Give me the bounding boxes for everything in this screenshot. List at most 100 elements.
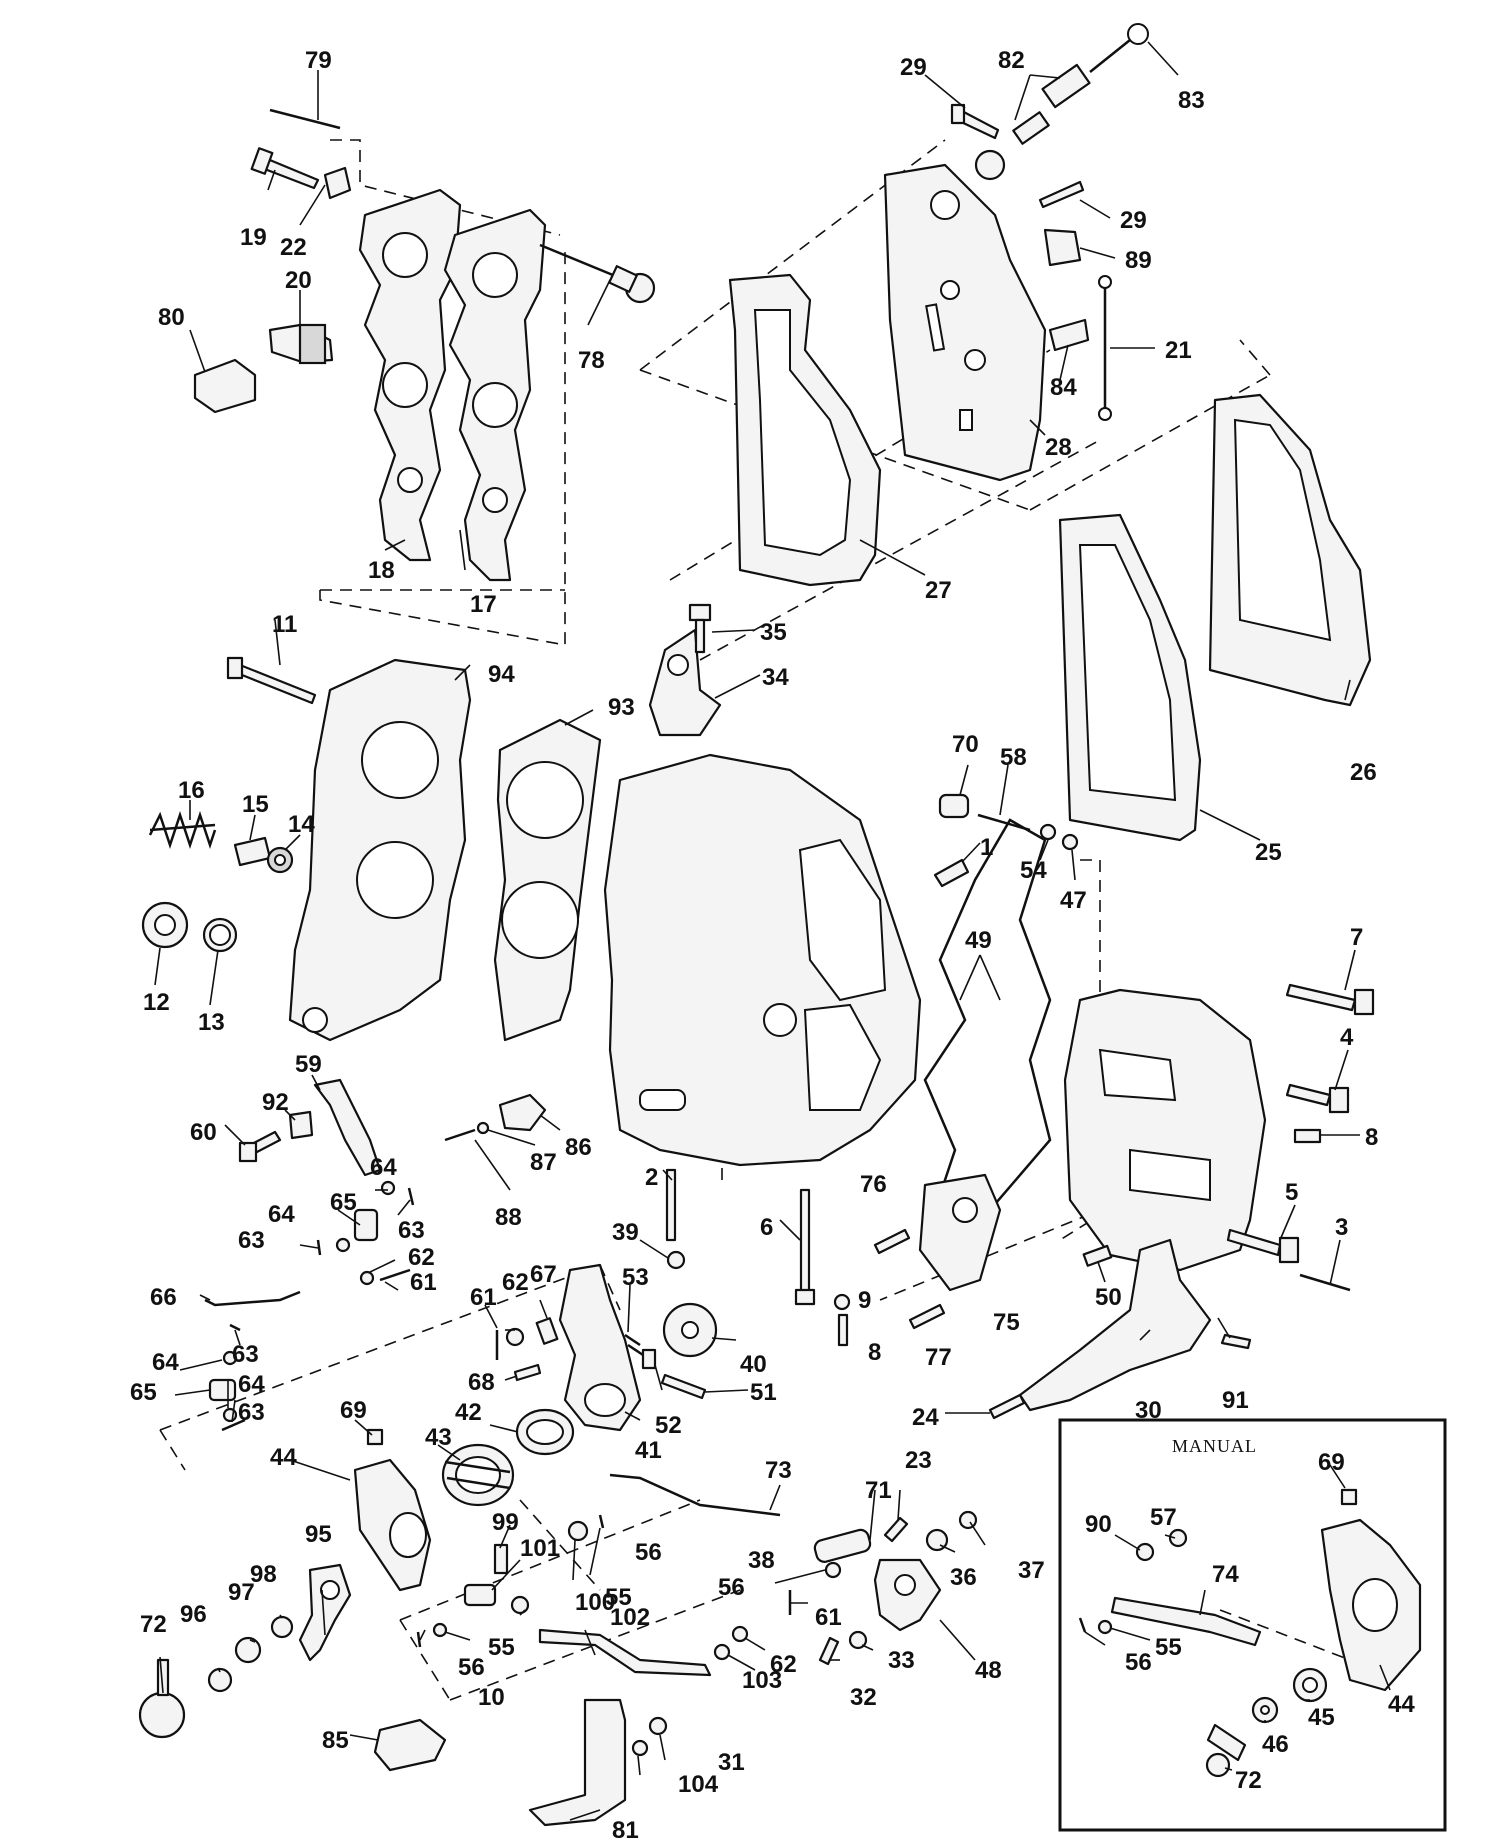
washer-100	[510, 1595, 530, 1615]
pin-99	[493, 1543, 509, 1575]
screw-69-left	[366, 1428, 384, 1446]
callout-2: 2	[645, 1164, 658, 1191]
washer-87	[476, 1121, 490, 1135]
callout-14: 14	[288, 811, 315, 838]
leader-lines	[154, 41, 1391, 1821]
adapter-plate-25	[1058, 513, 1202, 842]
callout-5: 5	[1285, 1179, 1298, 1206]
callout-numbers: 79 19 22 20 80 78 29 82 83 29 89 21 84 2…	[130, 47, 1415, 1844]
callout-81: 81	[612, 1817, 639, 1844]
callout-8-center: 8	[868, 1339, 881, 1366]
callout-26: 26	[1350, 759, 1377, 786]
callout-93: 93	[608, 694, 635, 721]
pin-63-lower	[221, 1418, 246, 1432]
callout-90: 90	[1085, 1511, 1112, 1538]
callout-67: 67	[530, 1261, 557, 1288]
callout-3: 3	[1335, 1214, 1348, 1241]
bolt-5	[1226, 1228, 1300, 1264]
callout-40: 40	[740, 1351, 767, 1378]
callout-16: 16	[178, 777, 205, 804]
washer-55-mid	[567, 1520, 589, 1542]
callout-43: 43	[425, 1424, 452, 1451]
callout-89: 89	[1125, 247, 1152, 274]
temperature-switch-20	[268, 323, 334, 365]
link-bar-74	[1110, 1596, 1262, 1647]
washer-55-inset	[1097, 1619, 1113, 1635]
manual-inset-title: MANUAL	[1172, 1436, 1257, 1456]
washer-38	[824, 1561, 842, 1579]
throttle-link-102	[538, 1628, 712, 1677]
callout-65-lower: 65	[130, 1379, 157, 1406]
spring-16	[148, 811, 217, 849]
callout-87: 87	[530, 1149, 557, 1176]
washer-46	[1251, 1696, 1279, 1724]
crankcase-half	[1063, 988, 1267, 1272]
callout-29-side: 29	[1120, 207, 1147, 234]
bracket-48	[873, 1558, 942, 1632]
callout-60: 60	[190, 1119, 217, 1146]
callout-79: 79	[305, 47, 332, 74]
callout-29-top: 29	[900, 54, 927, 81]
callout-62-mid: 62	[502, 1269, 529, 1296]
callout-37: 37	[1018, 1557, 1045, 1584]
valve-15	[233, 836, 272, 867]
pin-67	[535, 1317, 559, 1345]
callout-7: 7	[1350, 924, 1363, 951]
callout-44-left: 44	[270, 1444, 297, 1471]
cylinder-block	[603, 753, 922, 1167]
callout-39: 39	[612, 1219, 639, 1246]
pin-3	[1299, 1273, 1351, 1292]
manual-inset-box	[1058, 1418, 1447, 1832]
callout-46: 46	[1262, 1731, 1289, 1758]
callout-99: 99	[492, 1509, 519, 1536]
screw-29-side	[1038, 180, 1085, 209]
screw-58	[977, 813, 1031, 832]
knob-72-left	[138, 1658, 186, 1739]
knob-72-inset	[1205, 1723, 1247, 1778]
callout-55-low: 55	[488, 1634, 515, 1661]
lever-95	[298, 1563, 352, 1662]
fitting-85	[373, 1718, 447, 1772]
screw-88	[444, 1128, 476, 1142]
callout-56-low: 56	[458, 1654, 485, 1681]
callout-71: 71	[865, 1477, 892, 1504]
screw-32	[818, 1636, 840, 1666]
callout-74: 74	[1212, 1561, 1239, 1588]
bolt-4	[1285, 1083, 1350, 1114]
fitting-8-right	[1293, 1128, 1322, 1144]
washer-62-low	[731, 1625, 749, 1643]
callout-45: 45	[1308, 1704, 1335, 1731]
bolt-8-center	[837, 1313, 849, 1347]
bracket-86	[498, 1093, 547, 1132]
spring-53	[624, 1333, 644, 1357]
callout-54: 54	[1020, 857, 1047, 884]
callout-61-mid: 61	[470, 1284, 497, 1311]
callout-72-left: 72	[140, 1611, 167, 1638]
head-gasket-93	[493, 718, 602, 1042]
callout-80: 80	[158, 304, 185, 331]
eyelet-83	[1089, 23, 1149, 73]
callout-76: 76	[860, 1171, 887, 1198]
callout-56-mid: 56	[635, 1539, 662, 1566]
callout-83: 83	[1178, 87, 1205, 114]
bolt-7	[1285, 983, 1375, 1016]
callout-86: 86	[565, 1134, 592, 1161]
exhaust-cover-28	[883, 163, 1047, 482]
callout-88: 88	[495, 1204, 522, 1231]
link-65-lower	[208, 1378, 237, 1402]
cylinder-head-gasket-17	[443, 208, 547, 582]
callout-91: 91	[1222, 1387, 1249, 1414]
callout-42: 42	[455, 1399, 482, 1426]
bushing-42	[515, 1408, 575, 1456]
callout-57: 57	[1150, 1504, 1177, 1531]
callout-28: 28	[1045, 434, 1072, 461]
callout-65-upper: 65	[330, 1189, 357, 1216]
callout-102: 102	[610, 1604, 650, 1631]
callout-59: 59	[295, 1051, 322, 1078]
callout-64-left: 64	[152, 1349, 179, 1376]
callout-8-right: 8	[1365, 1124, 1378, 1151]
callout-101: 101	[520, 1535, 560, 1562]
pin-63-mid	[316, 1239, 322, 1256]
callout-77: 77	[925, 1344, 952, 1371]
callout-56-right: 56	[718, 1574, 745, 1601]
